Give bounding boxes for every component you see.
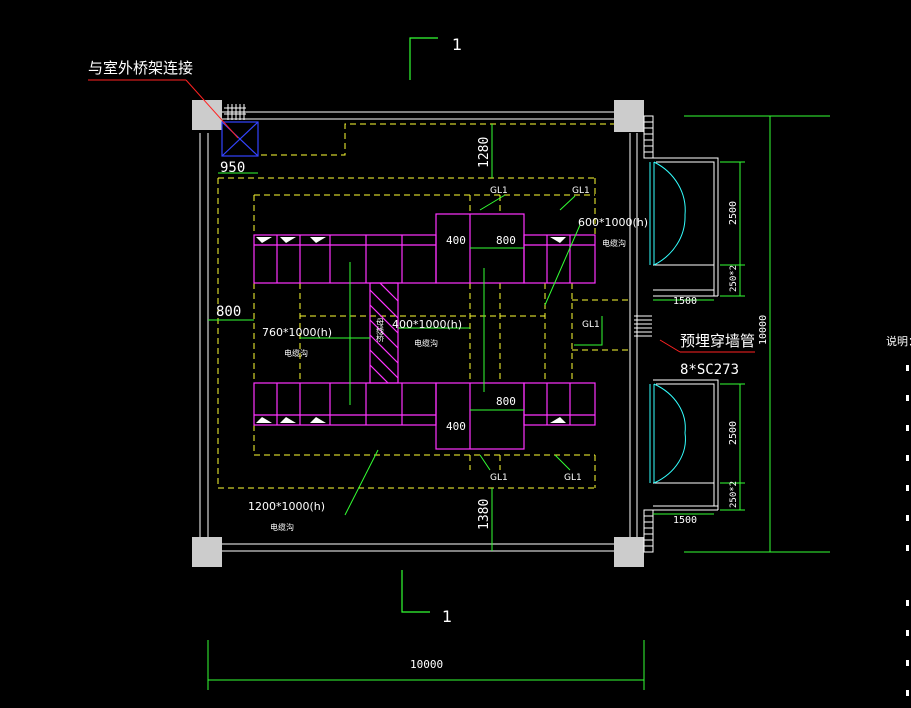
dim-250-bottom: 250*2 xyxy=(729,481,739,508)
switchgear-cabinets xyxy=(253,213,596,450)
dim-2500-bottom: 2500 xyxy=(728,421,739,445)
outdoor-tray-label: 与室外桥架连接 xyxy=(88,59,193,77)
trench-600-sub: 电缆沟 xyxy=(602,238,626,248)
gl1-label-b: GL1 xyxy=(572,186,590,196)
structural-columns xyxy=(192,100,644,567)
trench-600-label: 600*1000(h) xyxy=(578,216,648,229)
dim-400-top: 400 xyxy=(446,234,466,247)
dimension-lines xyxy=(207,115,830,690)
leader-lines xyxy=(344,194,581,516)
dim-800-bottom: 800 xyxy=(496,395,516,408)
dim-2500-top: 2500 xyxy=(728,201,739,225)
embedded-pipe-label: 预埋穿墙管 xyxy=(680,332,755,350)
gl1-label-e: GL1 xyxy=(564,473,582,483)
cabinet-markers xyxy=(256,237,566,423)
dim-10000-right: 10000 xyxy=(758,315,769,345)
trench-1200-label: 1200*1000(h) xyxy=(248,500,325,513)
trench-1200-sub: 电缆沟 xyxy=(270,522,294,532)
cable-trenches xyxy=(217,123,630,489)
busway-label: 母线桥 xyxy=(376,318,385,343)
section-markers xyxy=(401,37,438,613)
dim-800-left: 800 xyxy=(216,304,241,320)
notes-fragments xyxy=(906,365,909,696)
trench-400-label: 400*1000(h) xyxy=(392,318,462,331)
dim-1380: 1380 xyxy=(477,499,492,530)
dim-1500-top: 1500 xyxy=(673,296,697,307)
notes-title: 说明： xyxy=(886,334,911,348)
door-swings xyxy=(649,161,686,484)
outdoor-tray-box xyxy=(221,121,259,157)
gl1-label-d: GL1 xyxy=(490,473,508,483)
dim-10000-bottom: 10000 xyxy=(410,658,443,671)
section-label-top: 1 xyxy=(452,35,462,54)
section-label-bottom: 1 xyxy=(442,607,452,626)
dim-950: 950 xyxy=(220,160,245,176)
dim-1500-bottom: 1500 xyxy=(673,515,697,526)
wall-pipe-hatch xyxy=(634,315,652,337)
gl1-label-c: GL1 xyxy=(582,320,600,330)
dim-1280: 1280 xyxy=(477,137,492,168)
dim-800-top: 800 xyxy=(496,234,516,247)
gl1-label-a: GL1 xyxy=(490,186,508,196)
trench-760-label: 760*1000(h) xyxy=(262,326,332,339)
dim-250-top: 250*2 xyxy=(729,265,739,292)
trench-400-sub: 电缆沟 xyxy=(414,338,438,348)
red-leaders xyxy=(88,79,755,353)
tray-hatch xyxy=(224,104,246,120)
pipe-spec-label: 8*SC273 xyxy=(680,362,739,378)
right-vestibules xyxy=(653,157,719,511)
wall-hatch xyxy=(643,115,654,553)
trench-760-sub: 电缆沟 xyxy=(284,348,308,358)
room-walls xyxy=(199,111,638,552)
dim-400-bottom: 400 xyxy=(446,420,466,433)
